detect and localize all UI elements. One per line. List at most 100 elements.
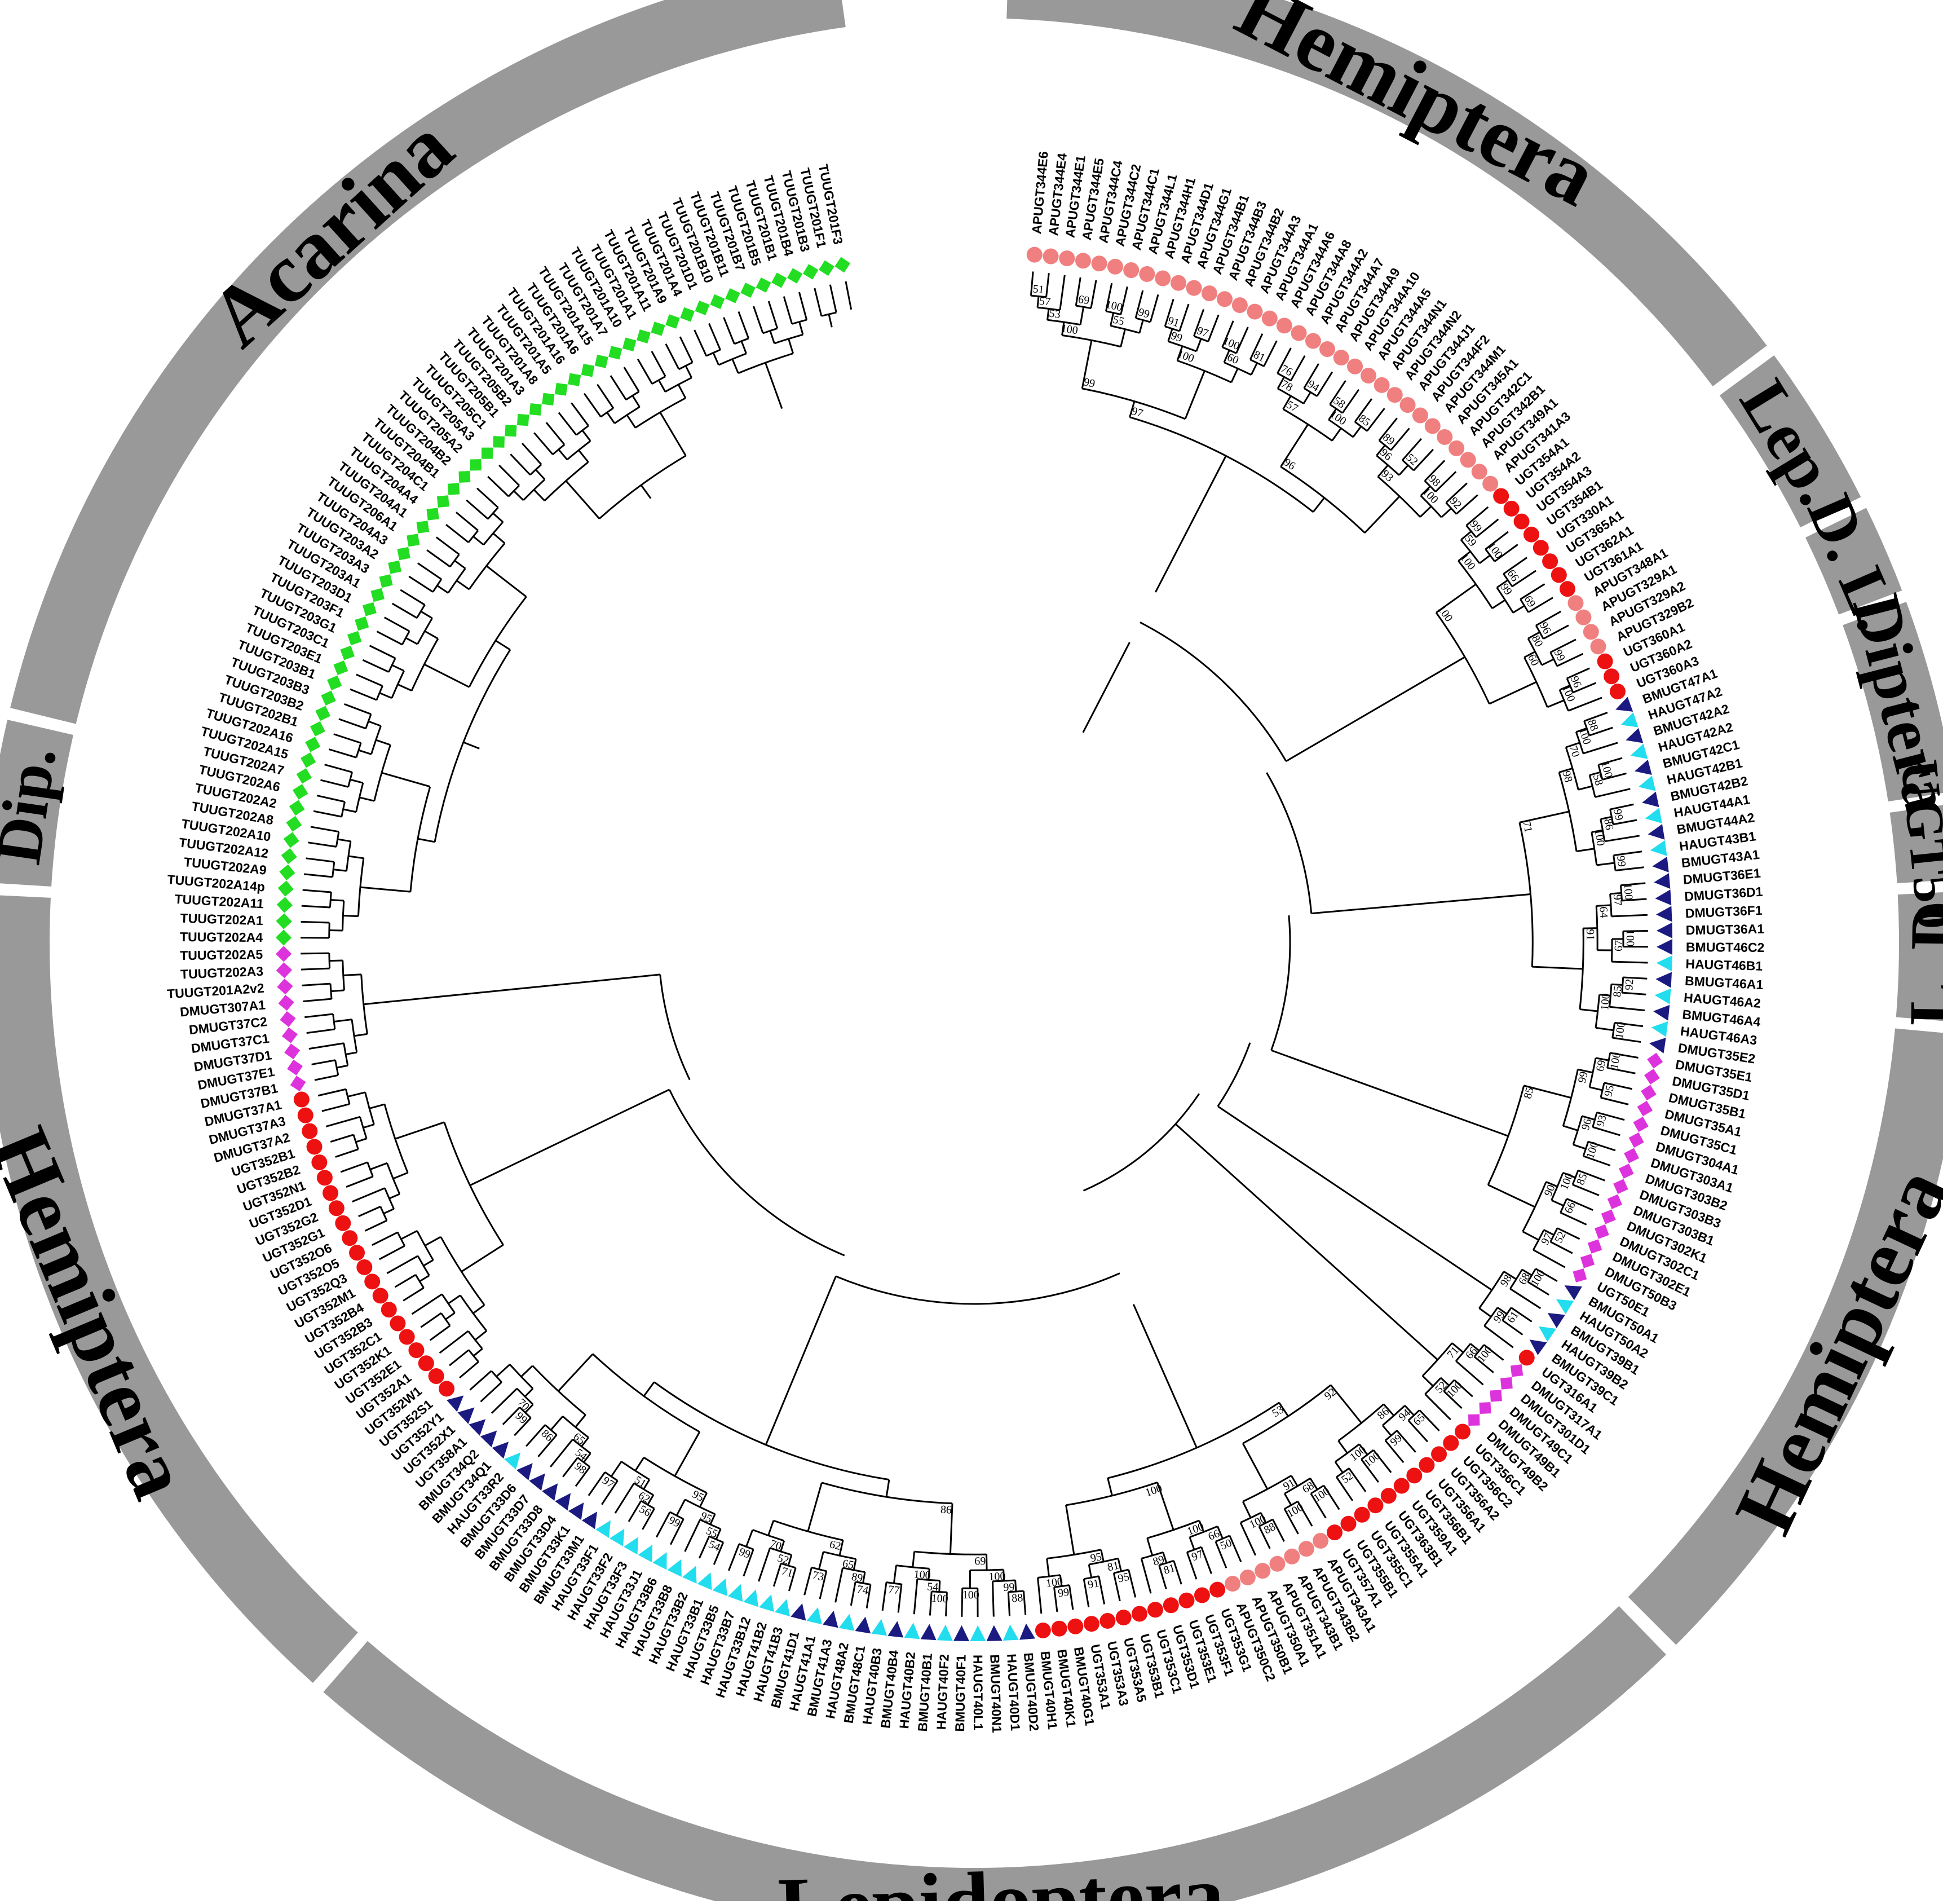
branch <box>1331 1385 1361 1423</box>
leaf-marker <box>1139 266 1155 282</box>
bootstrap-label: 100 <box>1060 322 1079 337</box>
leaf-marker <box>807 1606 826 1625</box>
branch <box>350 689 377 700</box>
bootstrap-label: 55 <box>1112 314 1125 328</box>
bootstrap-label: 99 <box>1498 581 1514 598</box>
branch <box>1089 1564 1091 1577</box>
bootstrap-label: 69 <box>1077 293 1090 307</box>
branch <box>395 1275 416 1287</box>
leaf-marker <box>1116 1610 1132 1625</box>
bootstrap-label: 53 <box>1270 1403 1286 1420</box>
branch <box>1038 1577 1041 1614</box>
branch <box>641 485 651 499</box>
leaf-marker <box>791 1601 810 1620</box>
branch <box>1580 1010 1598 1011</box>
leaf-marker <box>417 521 430 534</box>
leaf-marker <box>333 660 348 675</box>
leaf-marker <box>668 1556 688 1577</box>
leaf-marker <box>1618 712 1638 732</box>
leaf-marker <box>542 393 554 406</box>
branch <box>1180 304 1189 331</box>
leaf-marker <box>1479 1402 1491 1414</box>
leaf-marker <box>290 1076 306 1091</box>
leaf-marker <box>302 1123 317 1139</box>
branch <box>470 1090 670 1185</box>
branch <box>437 585 448 593</box>
branch <box>311 827 339 832</box>
leaf-marker <box>728 1581 748 1602</box>
branch <box>1066 1505 1074 1555</box>
leaf-marker <box>725 288 740 303</box>
branch <box>473 536 483 545</box>
leaf-label: BMUGT46A1 <box>1685 973 1764 992</box>
branch <box>769 301 777 328</box>
leaf-marker <box>581 364 594 377</box>
branch <box>317 796 345 802</box>
branch <box>713 353 719 365</box>
branch <box>753 306 763 333</box>
leaf-marker <box>1653 1003 1670 1021</box>
branch <box>303 999 332 1001</box>
leaf-marker <box>1504 501 1520 517</box>
branch <box>1596 1028 1614 1030</box>
branch <box>536 470 545 479</box>
branch <box>769 1520 774 1535</box>
leaf-marker <box>408 1342 424 1358</box>
branch <box>1266 773 1311 914</box>
branch <box>836 1273 1120 1304</box>
leaf-marker <box>278 881 294 897</box>
branch <box>423 1260 433 1266</box>
bootstrap-label: 100 <box>931 1592 948 1606</box>
branch <box>359 797 374 801</box>
bootstrap-label: 69 <box>974 1555 986 1567</box>
leaf-marker <box>1637 1101 1653 1116</box>
branch <box>307 1029 335 1033</box>
leaf-marker <box>289 800 305 816</box>
branch <box>680 337 692 363</box>
branch <box>819 1552 824 1570</box>
leaf-marker <box>1657 923 1672 938</box>
leaf-marker <box>651 321 665 336</box>
branch <box>306 858 334 862</box>
branch <box>430 1325 451 1340</box>
bootstrap-label: 100 <box>1584 1140 1601 1160</box>
leaf-marker <box>281 848 297 864</box>
leaf-marker <box>287 1060 303 1076</box>
branch <box>1399 465 1408 475</box>
leaf-marker <box>1209 1582 1225 1598</box>
branch <box>1129 1570 1136 1597</box>
branch <box>363 1125 374 1128</box>
branch <box>1532 967 1583 969</box>
leaf-marker <box>305 737 320 752</box>
leaf-marker <box>329 1200 345 1216</box>
branch <box>385 618 409 632</box>
leaf-marker <box>1633 1117 1648 1132</box>
leaf-marker <box>1601 1209 1616 1224</box>
branch <box>318 1089 346 1095</box>
leaf-marker <box>1534 1320 1556 1342</box>
leaf-marker <box>284 1043 300 1059</box>
branch <box>470 1371 491 1390</box>
leaf-marker <box>1277 318 1292 333</box>
branch <box>829 314 832 327</box>
branch <box>1610 1007 1645 1010</box>
branch <box>525 1389 533 1396</box>
leaf-marker <box>480 1425 503 1448</box>
leaf-marker <box>321 690 335 705</box>
leaf-marker <box>437 495 449 508</box>
branch <box>446 525 469 542</box>
clade-label: Hemiptera <box>0 1115 209 1511</box>
branch <box>1140 622 1286 761</box>
bootstrap-label: 100 <box>1613 1021 1628 1039</box>
branch <box>1425 1394 1451 1420</box>
leaf-marker <box>1107 259 1123 275</box>
leaf-marker <box>1194 1587 1210 1603</box>
leaf-marker <box>356 1259 372 1275</box>
leaf-marker <box>504 1447 527 1470</box>
branch <box>659 380 665 392</box>
branch <box>359 1206 381 1216</box>
leaf-marker <box>349 1245 365 1260</box>
branch <box>1573 1145 1586 1149</box>
leaf-marker <box>388 561 401 574</box>
leaf-marker <box>710 294 725 309</box>
